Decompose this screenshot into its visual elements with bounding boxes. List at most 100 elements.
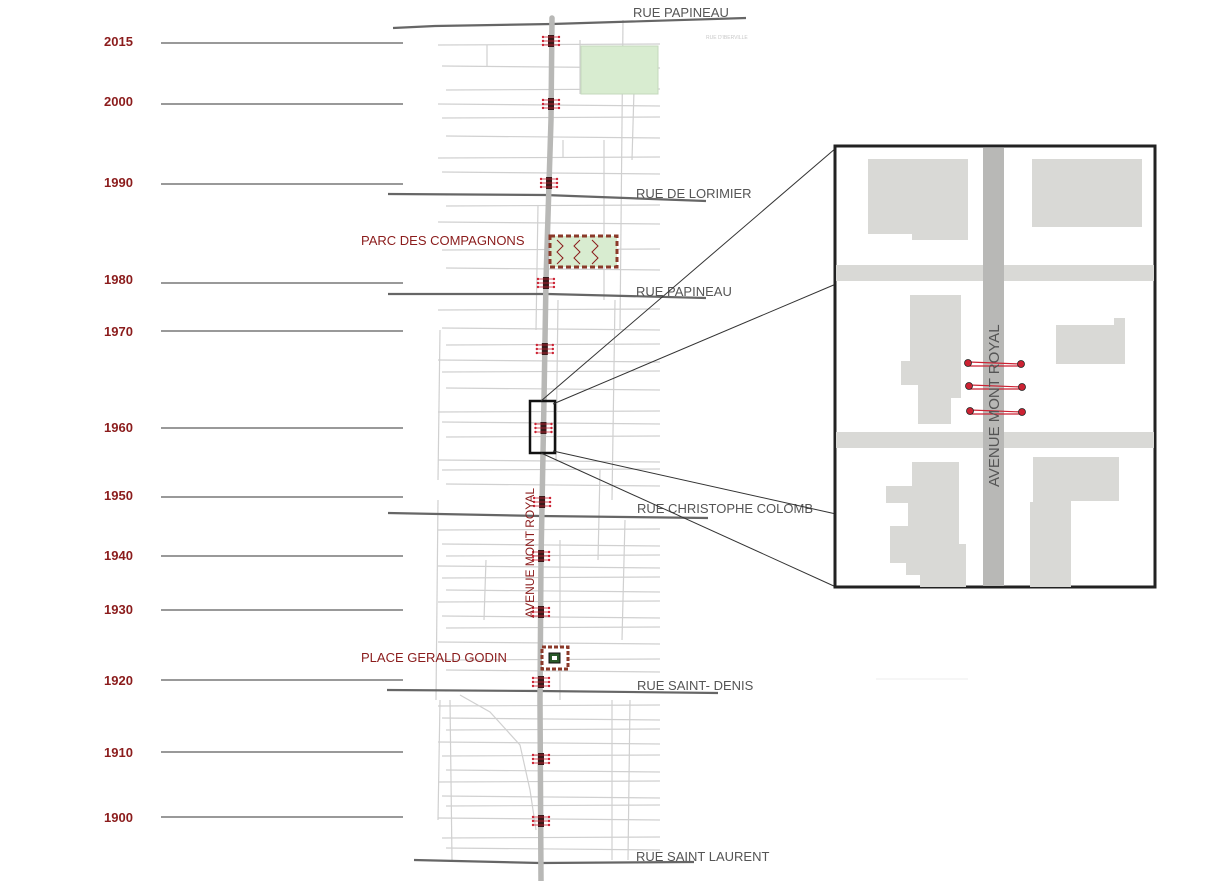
crosswalk-icon — [531, 550, 551, 562]
crosswalk-icon — [531, 815, 551, 827]
grid-street — [627, 699, 631, 861]
tiny-street-label: RUE D'IBERVILLE — [706, 35, 748, 41]
grid-street — [441, 543, 661, 547]
grid-street — [445, 669, 661, 673]
grid-street — [631, 89, 635, 161]
grid-street — [437, 780, 661, 783]
grid-street — [437, 329, 441, 481]
grid-street — [441, 327, 661, 331]
grid-street — [449, 699, 453, 861]
grid-street — [441, 754, 661, 757]
grid-street — [441, 795, 661, 799]
zoom-highlight-box — [528, 399, 557, 455]
year-label: 1900 — [104, 810, 133, 825]
grid-street — [437, 704, 661, 707]
crosswalk-icon — [541, 35, 561, 47]
grid-street — [441, 576, 661, 579]
crosswalk-icon — [968, 361, 1023, 415]
grid-street — [445, 728, 661, 731]
grid-street — [435, 499, 439, 701]
grid-street — [437, 565, 661, 569]
crosswalk-endpoints — [964, 359, 1026, 416]
grid-street — [437, 308, 661, 311]
grid-street — [445, 267, 661, 271]
street-label: RUE SAINT LAURENT — [636, 849, 769, 864]
grid-street — [535, 204, 539, 331]
place-label-parc: PARC DES COMPAGNONS — [361, 233, 525, 248]
grid-street — [621, 519, 626, 641]
grid-street — [445, 554, 661, 557]
grid-street — [437, 741, 661, 745]
year-label: 1970 — [104, 324, 133, 339]
crosswalk-icon — [532, 496, 552, 508]
grid-street — [445, 847, 661, 851]
metro-station-icon — [540, 645, 570, 671]
crosswalk-icon — [541, 98, 561, 110]
year-label: 1950 — [104, 488, 133, 503]
grid-street — [611, 299, 616, 501]
inset-avenue-strip — [983, 148, 1004, 586]
year-label: 1980 — [104, 272, 133, 287]
crosswalk-icon — [536, 277, 556, 289]
timeline-lines — [161, 42, 403, 818]
grid-street — [441, 836, 661, 839]
grid-street — [441, 468, 661, 471]
grid-street — [441, 370, 661, 373]
crosswalk-icon — [535, 343, 555, 355]
street-rue-papineau-top — [392, 16, 747, 30]
grid-street — [445, 769, 661, 773]
street-label: RUE PAPINEAU — [633, 5, 729, 20]
street-label: RUE PAPINEAU — [636, 284, 732, 299]
grid-street — [437, 359, 661, 363]
year-labels: 2015 2000 1990 1980 1970 1960 1950 1940 … — [104, 34, 133, 825]
crosswalk-icon — [539, 177, 559, 189]
grid-street — [445, 204, 661, 207]
crosswalk-icon — [531, 753, 551, 765]
place-label-gerald-godin: PLACE GERALD GODIN — [361, 650, 507, 665]
major-streets — [386, 16, 747, 865]
crosswalk-icon — [531, 676, 551, 688]
grid-street — [437, 528, 661, 531]
year-label: 2000 — [104, 94, 133, 109]
grid-street — [441, 615, 661, 619]
crosswalk-markers — [531, 35, 561, 827]
inset-detail-map: AVENUE MONT ROYAL — [833, 144, 1157, 589]
year-label: 2015 — [104, 34, 133, 49]
grid-street-diagonal — [459, 694, 537, 831]
grid-street — [483, 559, 487, 621]
crosswalk-icon — [534, 422, 553, 434]
green-space-block — [580, 45, 659, 95]
avenue-mont-royal-spine — [537, 15, 555, 881]
grid-street — [445, 435, 661, 438]
grid-street — [445, 589, 661, 593]
parc-des-compagnons — [548, 234, 619, 269]
year-label: 1960 — [104, 420, 133, 435]
inset-buildings — [868, 159, 1142, 587]
grid-street — [437, 410, 661, 413]
grid-street — [437, 641, 661, 645]
year-label: 1930 — [104, 602, 133, 617]
grid-street — [445, 626, 661, 629]
grid-street — [445, 804, 661, 807]
crosswalk-icon — [531, 606, 551, 618]
street-label: RUE SAINT- DENIS — [637, 678, 754, 693]
grid-street — [437, 817, 661, 821]
grid-street — [441, 717, 661, 721]
grid-street — [437, 699, 441, 821]
street-label: RUE CHRISTOPHE COLOMB — [637, 501, 813, 516]
year-label: 1940 — [104, 548, 133, 563]
street-label: RUE DE LORIMIER — [636, 186, 752, 201]
street-rue-de-lorimier — [387, 192, 707, 203]
avenue-label: AVENUE MONT ROYAL — [523, 488, 537, 618]
grid-street — [445, 483, 661, 487]
grid-street — [445, 387, 661, 391]
year-label: 1990 — [104, 175, 133, 190]
inset-leader-lines — [540, 147, 837, 588]
inset-avenue-label: AVENUE MONT ROYAL — [986, 324, 1003, 487]
grid-street — [437, 600, 661, 603]
year-label: 1920 — [104, 673, 133, 688]
grid-street — [597, 469, 601, 561]
grid-street — [555, 299, 559, 461]
grid-street — [437, 459, 661, 463]
